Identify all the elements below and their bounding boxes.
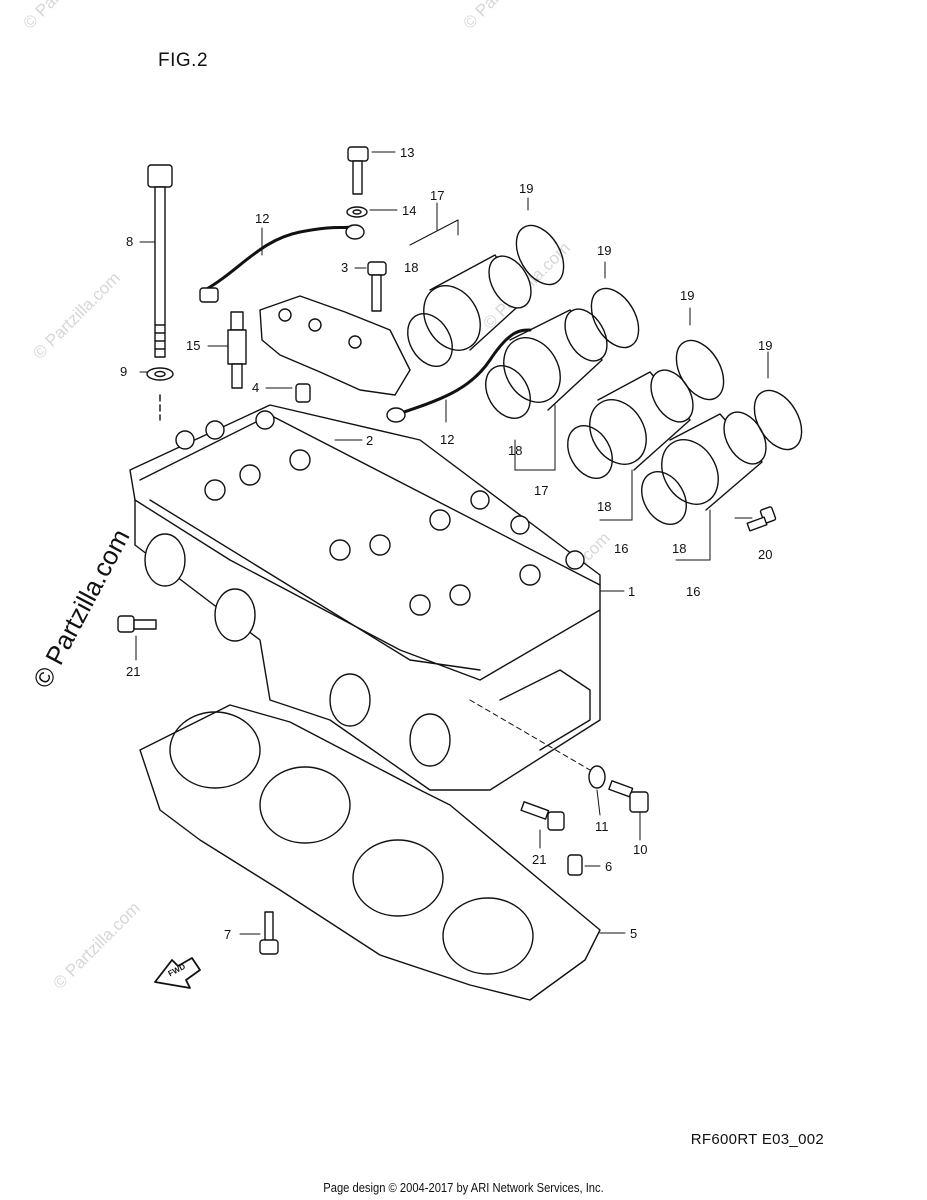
bolt[interactable] xyxy=(259,911,279,955)
figure-title: FIG.2 xyxy=(158,50,209,71)
callout-number: 19 xyxy=(597,243,611,258)
watermark-text: © Partzilla.com xyxy=(19,0,113,33)
watermark-text: © Partzilla.com xyxy=(49,898,143,992)
callout-number: 20 xyxy=(758,547,772,562)
head-gasket[interactable] xyxy=(139,704,601,1001)
callout-number: 17 xyxy=(534,483,548,498)
o-ring[interactable] xyxy=(477,358,540,426)
callout-number: 17 xyxy=(430,188,444,203)
union-bolt[interactable] xyxy=(346,146,369,218)
flange-bolt[interactable] xyxy=(117,615,157,633)
intake-pipe[interactable] xyxy=(412,249,539,361)
callout-number: 3 xyxy=(341,260,348,275)
dowel-pin[interactable] xyxy=(295,383,311,403)
callout-number: 21 xyxy=(126,664,140,679)
callout-number: 12 xyxy=(255,211,269,226)
callout-number: 19 xyxy=(758,338,772,353)
callout-number: 16 xyxy=(614,541,628,556)
callout-number: 19 xyxy=(680,288,694,303)
callout-number: 18 xyxy=(404,260,418,275)
watermark-text: © Partzilla.com xyxy=(29,268,123,362)
bolt[interactable] xyxy=(367,261,387,312)
watermark-text: © Partzilla.com xyxy=(459,0,553,33)
oil-pipe-lower[interactable] xyxy=(393,328,532,417)
callout-number: 19 xyxy=(519,181,533,196)
callout-number: 18 xyxy=(597,499,611,514)
intake-pipe[interactable] xyxy=(492,302,615,413)
flange-bolt[interactable] xyxy=(520,801,565,831)
intake-pipe[interactable] xyxy=(650,405,774,515)
diagram-code: RF600RT E03_002 xyxy=(690,1131,824,1148)
callout-number: 18 xyxy=(672,541,686,556)
side-watermark: © Partzilla.com xyxy=(27,524,136,693)
callout-number: 10 xyxy=(633,842,647,857)
bolt[interactable] xyxy=(746,506,777,532)
head-bolt-long[interactable] xyxy=(147,164,173,358)
clamp[interactable] xyxy=(745,382,812,457)
washer[interactable] xyxy=(588,765,606,789)
callout-number: 5 xyxy=(630,926,637,941)
callout-number: 8 xyxy=(126,234,133,249)
washer[interactable] xyxy=(146,367,174,381)
o-ring[interactable] xyxy=(559,418,622,486)
dowel-pin[interactable] xyxy=(567,854,583,876)
callout-number: 21 xyxy=(532,852,546,867)
flange-bolt[interactable] xyxy=(608,780,649,813)
callout-number: 15 xyxy=(186,338,200,353)
callout-number: 12 xyxy=(440,432,454,447)
callout-number: 2 xyxy=(366,433,373,448)
callout-number: 9 xyxy=(120,364,127,379)
callout-number: 11 xyxy=(595,819,609,834)
callout-number: 13 xyxy=(400,145,414,160)
fwd-arrow-icon xyxy=(154,957,201,989)
cylinder-head[interactable] xyxy=(129,404,601,791)
clamp[interactable] xyxy=(507,217,574,292)
callout-number: 1 xyxy=(628,584,635,599)
callout-number: 4 xyxy=(252,380,259,395)
callout-number: 16 xyxy=(686,584,700,599)
callout-number: 18 xyxy=(508,443,522,458)
clamp[interactable] xyxy=(582,280,649,355)
callout-number: 6 xyxy=(605,859,612,874)
oil-pipe-upper[interactable] xyxy=(203,224,354,292)
o-ring[interactable] xyxy=(399,306,462,374)
cam-holder[interactable] xyxy=(259,295,411,396)
callout-number: 14 xyxy=(402,203,416,218)
spark-plug[interactable] xyxy=(227,311,247,389)
footer-copyright: Page design © 2004-2017 by ARI Network S… xyxy=(323,1180,604,1195)
callout-number: 7 xyxy=(224,927,231,942)
clamp[interactable] xyxy=(667,332,734,407)
o-ring[interactable] xyxy=(633,464,696,532)
